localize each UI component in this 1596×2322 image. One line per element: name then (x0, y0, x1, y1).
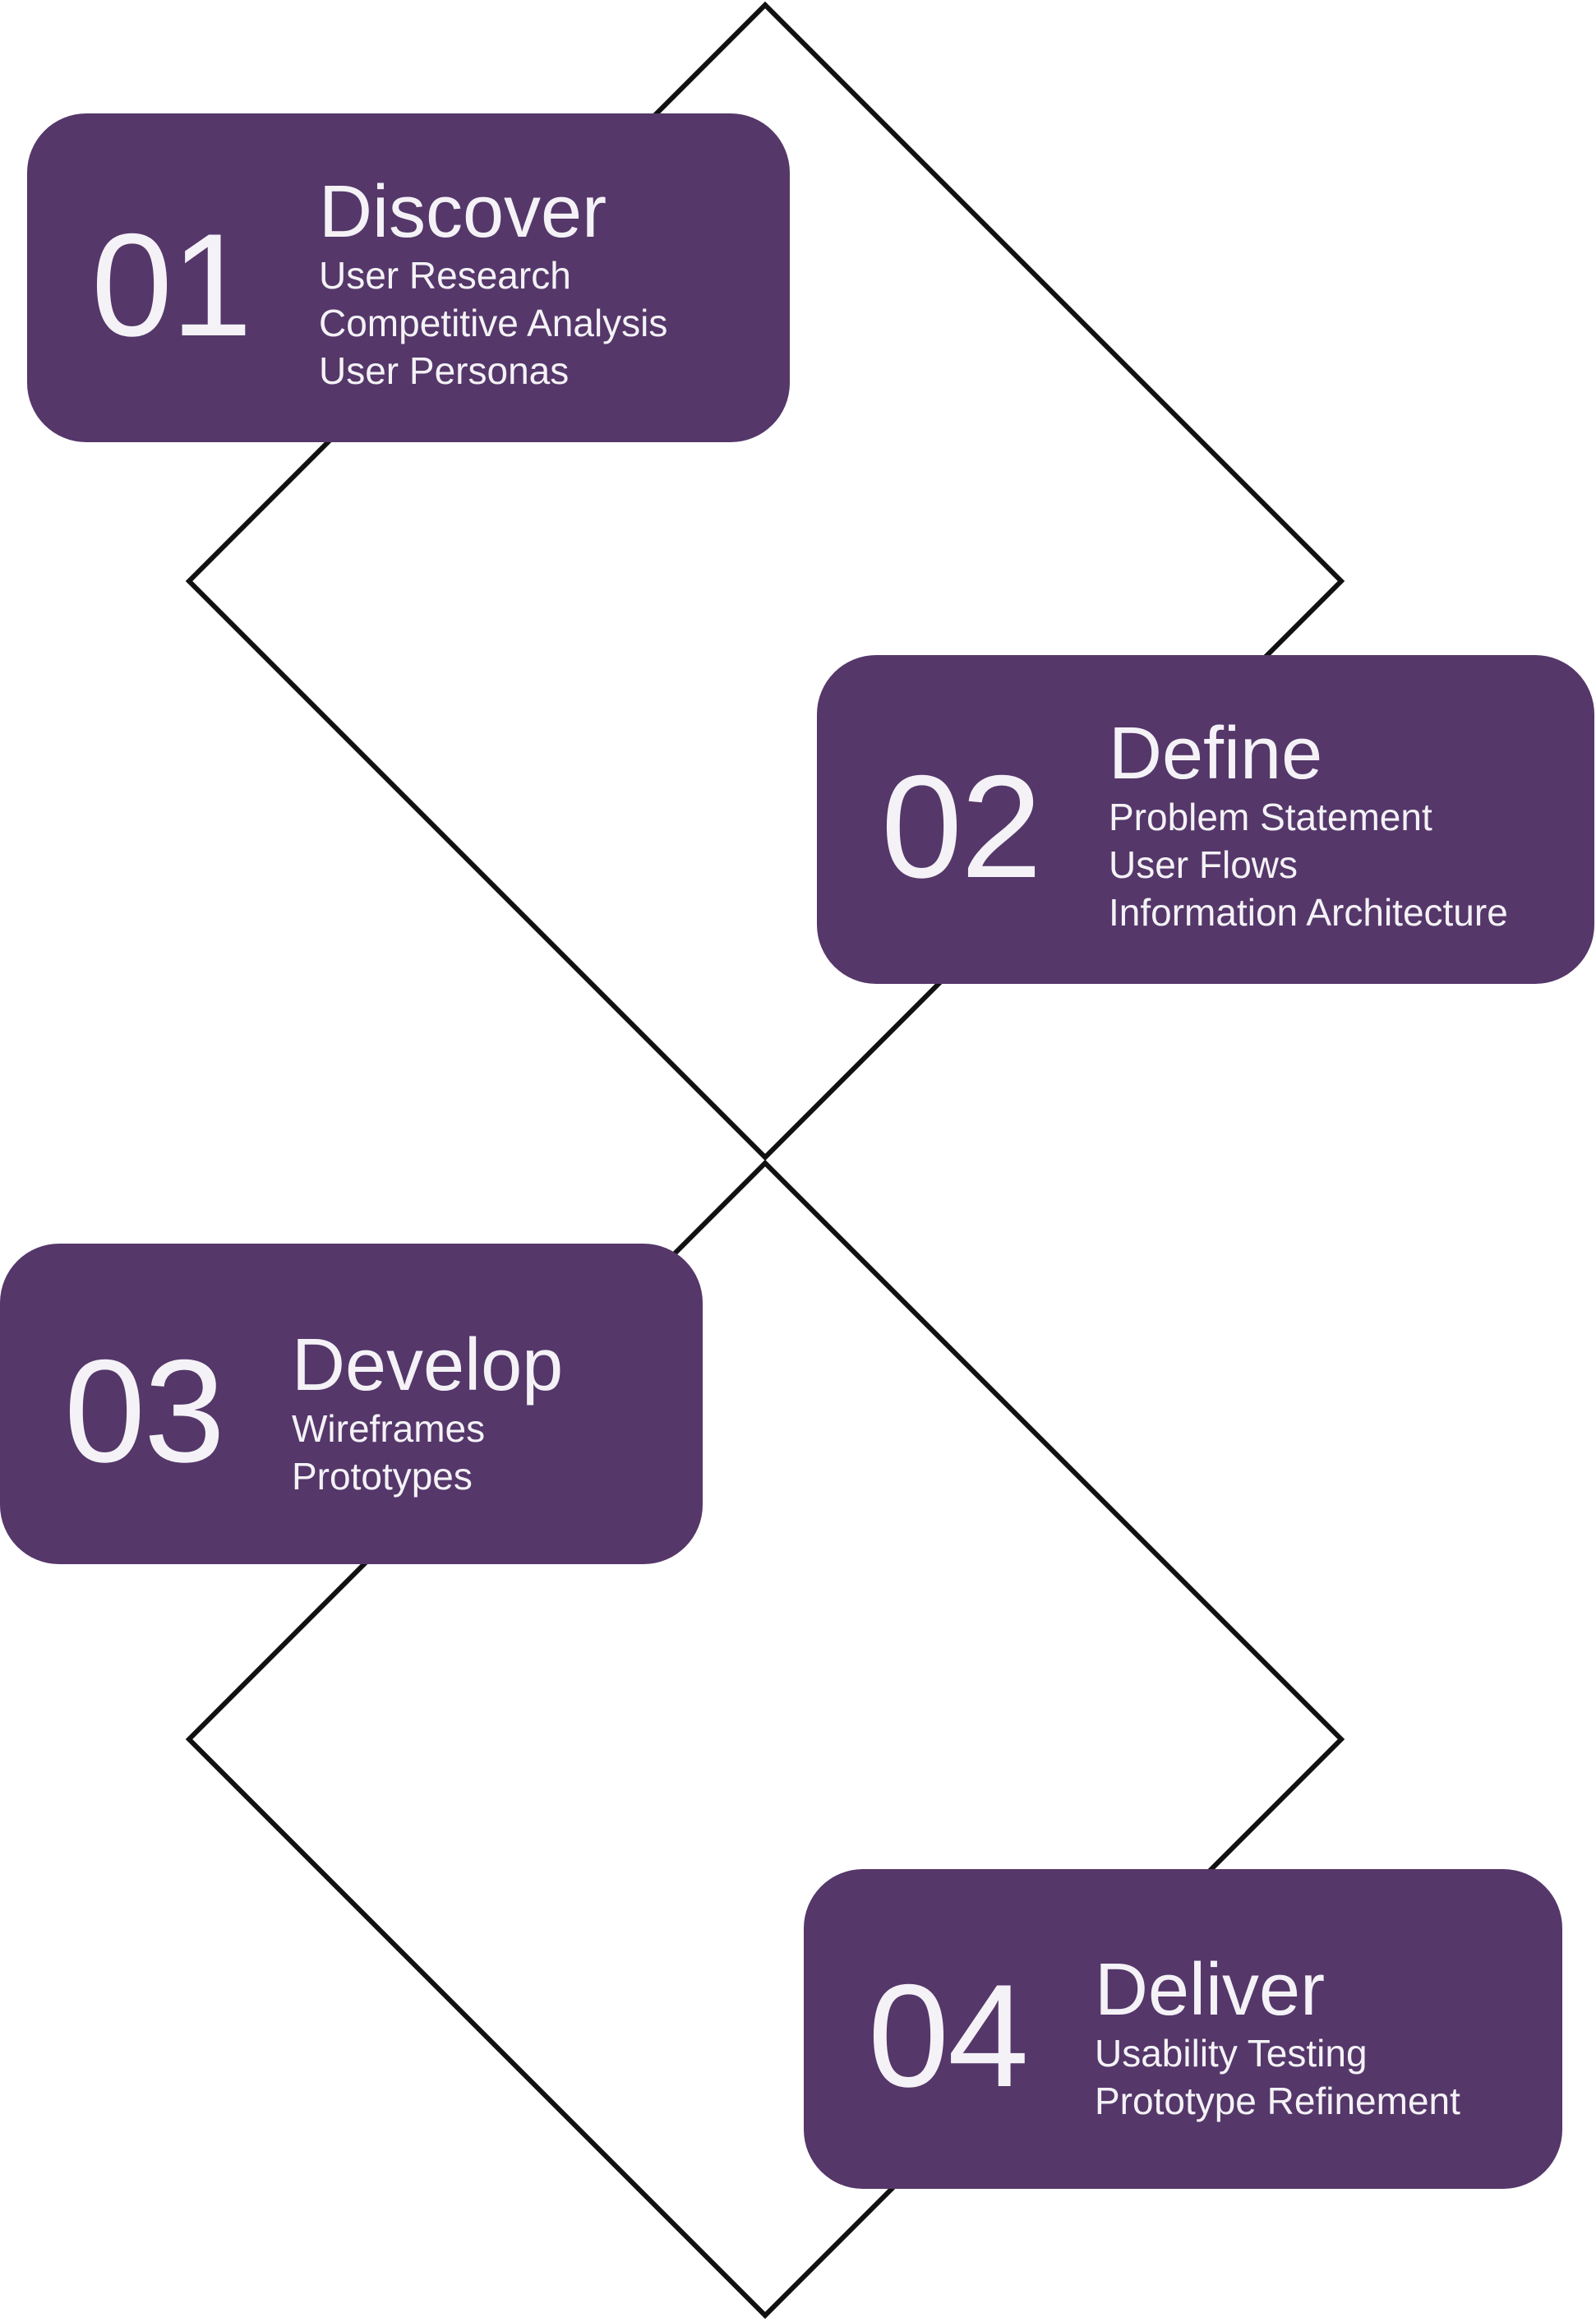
stage-item: User Research (319, 254, 571, 297)
stage-item-list: Wireframes Prototypes (292, 1405, 485, 1500)
stage-title: Discover (319, 171, 607, 253)
stage-item: Prototype Refinement (1095, 2080, 1460, 2122)
stage-item: Problem Statement (1109, 796, 1432, 838)
stage-card-deliver: 04 Deliver Usability Testing Prototype R… (804, 1869, 1562, 2189)
stage-card-define: 02 Define Problem Statement User Flows I… (817, 655, 1594, 984)
stage-item: Information Architecture (1109, 891, 1508, 934)
stage-number: 01 (91, 203, 252, 367)
stage-card-discover: 01 Discover User Research Competitive An… (27, 113, 790, 442)
stage-item: Prototypes (292, 1455, 473, 1498)
stage-title: Deliver (1095, 1949, 1326, 2031)
stage-title: Develop (292, 1324, 564, 1406)
stage-number: 04 (868, 1954, 1029, 2117)
stage-item: User Flows (1109, 843, 1298, 886)
stage-item-list: User Research Competitive Analysis User … (319, 252, 667, 395)
stage-item: Usability Testing (1095, 2032, 1368, 2075)
stage-card-develop: 03 Develop Wireframes Prototypes (0, 1244, 703, 1564)
stage-item: User Personas (319, 349, 570, 392)
stage-number: 03 (64, 1329, 225, 1493)
stage-item-list: Usability Testing Prototype Refinement (1095, 2029, 1460, 2125)
stage-number: 02 (881, 745, 1042, 908)
stage-title: Define (1109, 713, 1323, 795)
stage-item: Competitive Analysis (319, 302, 668, 344)
stage-item-list: Problem Statement User Flows Information… (1109, 793, 1508, 936)
stage-item: Wireframes (292, 1407, 486, 1450)
